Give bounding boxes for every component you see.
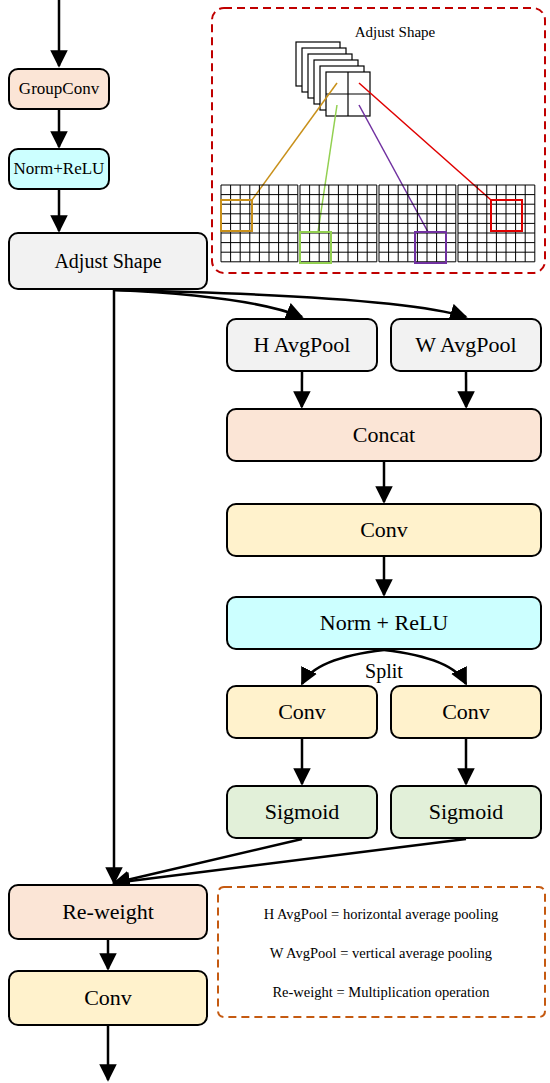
activation-box: Sigmoid: [226, 785, 378, 839]
process-box: Concat: [226, 408, 542, 462]
inset-title: Adjust Shape: [355, 24, 435, 41]
conv-box: Conv: [226, 685, 378, 739]
process-box: Norm + ReLU: [226, 596, 542, 650]
node-label: Re-weight: [62, 899, 154, 925]
note-text: W AvgPool = vertical average pooling: [270, 945, 492, 962]
node-label: W AvgPool: [415, 332, 516, 358]
node-label: Conv: [278, 699, 326, 725]
arrow-connector: [301, 739, 304, 784]
output-arrow: [107, 1026, 110, 1080]
arrow-connector: [107, 940, 110, 969]
grid-line: [525, 185, 526, 262]
arrow-connector: [58, 190, 61, 231]
grid-line: [379, 252, 456, 253]
grid-line: [455, 185, 456, 262]
arrow-connector: [465, 372, 468, 407]
grid-line: [534, 185, 535, 262]
patch-highlight: [221, 200, 252, 231]
grid-line: [379, 223, 456, 224]
grid-line: [458, 252, 535, 253]
grid-line: [221, 233, 298, 234]
grid-line: [297, 185, 298, 262]
conv-box: Conv: [390, 685, 542, 739]
grid-line: [300, 223, 377, 224]
pool-box: H AvgPool: [226, 318, 378, 372]
node-label: Concat: [353, 422, 415, 448]
process-box: Adjust Shape: [8, 232, 208, 290]
process-box: GroupConv: [8, 68, 110, 110]
arrow-connector: [383, 557, 386, 595]
note-frame: [218, 887, 545, 1017]
note-text: H AvgPool = horizontal average pooling: [264, 906, 499, 923]
grid-line: [506, 185, 507, 262]
arrow-connector: [301, 372, 304, 407]
inset-frame: [212, 8, 545, 273]
edge-label: Split: [362, 660, 406, 683]
grid-line: [379, 242, 456, 243]
node-label: GroupConv: [19, 79, 99, 99]
grid-line: [458, 261, 535, 262]
leader-line: [318, 105, 337, 232]
node-label: Norm + ReLU: [320, 610, 449, 636]
grid-line: [436, 185, 437, 262]
grid-line: [269, 185, 270, 262]
grid-line: [278, 185, 279, 262]
grid-line: [458, 242, 535, 243]
grid-line: [221, 261, 298, 262]
arrow-connector: [114, 839, 302, 883]
grid-line: [357, 185, 358, 262]
leader-line: [252, 83, 337, 200]
arrow-connector: [465, 739, 468, 784]
grid-line: [300, 252, 377, 253]
node-label: Norm+ReLU: [14, 159, 105, 179]
grid-line: [348, 185, 349, 262]
feature-stack: [296, 42, 370, 116]
grid-line: [376, 185, 377, 262]
leader-line: [359, 83, 491, 200]
arrow-connector: [113, 290, 116, 883]
node-label: Sigmoid: [265, 799, 340, 825]
grid-line: [221, 252, 298, 253]
grid-group: [221, 185, 535, 262]
arrow-connector: [383, 462, 386, 502]
grid-line: [221, 242, 298, 243]
node-label: H AvgPool: [254, 332, 351, 358]
grid-line: [300, 242, 377, 243]
node-label: Conv: [442, 699, 490, 725]
conv-box: Conv: [226, 503, 542, 557]
pool-box: W AvgPool: [390, 318, 542, 372]
arrow-connector: [114, 290, 302, 317]
patch-highlight: [491, 200, 522, 231]
node-label: Adjust Shape: [54, 250, 161, 273]
patch-highlight: [415, 232, 446, 263]
node-label: Conv: [84, 985, 132, 1011]
input-arrow: [58, 0, 61, 66]
arrow-connector: [114, 839, 466, 883]
grid-line: [458, 233, 535, 234]
grid-line: [427, 185, 428, 262]
grid-line: [458, 223, 535, 224]
arrow-connector: [114, 290, 466, 317]
grid-line: [288, 185, 289, 262]
node-label: Conv: [360, 517, 408, 543]
arrow-connector: [58, 110, 61, 147]
process-box: Re-weight: [8, 884, 208, 940]
process-box: Norm+ReLU: [8, 148, 110, 190]
patch-highlight: [300, 232, 331, 263]
grid-line: [515, 185, 516, 262]
grid-line: [221, 223, 298, 224]
activation-box: Sigmoid: [390, 785, 542, 839]
note-text: Re-weight = Multiplication operation: [272, 984, 489, 1001]
node-label: Sigmoid: [429, 799, 504, 825]
conv-box: Conv: [8, 970, 208, 1026]
grid-line: [367, 185, 368, 262]
